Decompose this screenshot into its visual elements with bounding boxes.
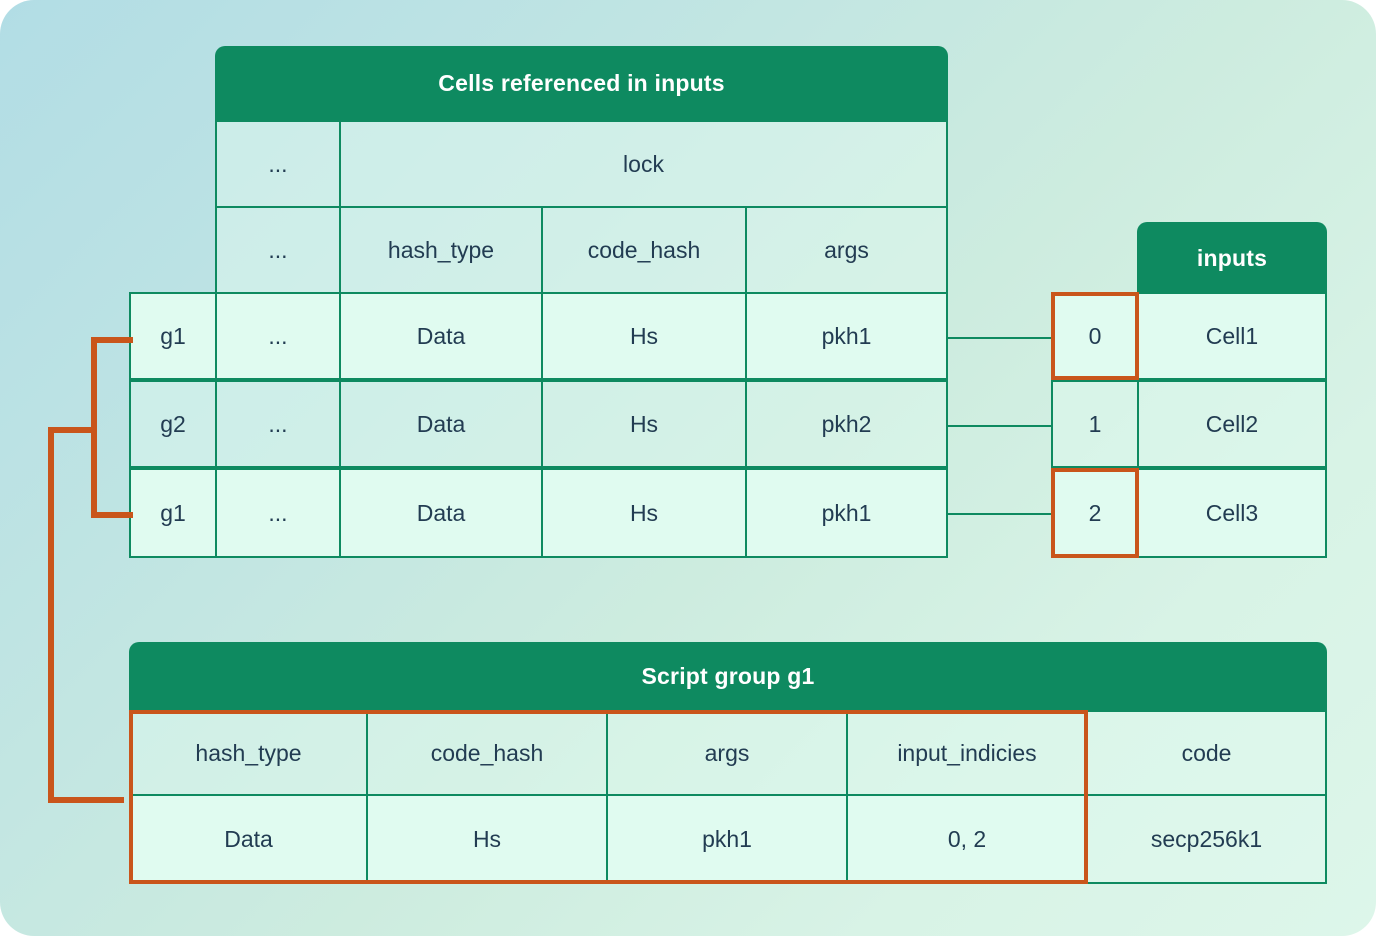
script-group-title: Script group g1	[129, 642, 1327, 710]
script-group-val-args: pkh1	[606, 794, 848, 884]
cells-row-args: pkh1	[745, 292, 948, 380]
cells-row-dots: ...	[215, 468, 341, 558]
inputs-table-title: inputs	[1137, 222, 1327, 294]
script-group-val-code: secp256k1	[1086, 794, 1327, 884]
cells-row-hash-type: Data	[339, 292, 543, 380]
cells-col-header-code-hash: code_hash	[541, 206, 747, 294]
orange-path-seg-to-arrow	[48, 797, 124, 803]
script-group-col-hash-type: hash_type	[129, 710, 368, 796]
cells-row-code-hash: Hs	[541, 468, 747, 558]
connector-row3-to-input2	[948, 513, 1053, 515]
cells-col-header-dots: ...	[215, 206, 341, 294]
cells-row-dots: ...	[215, 292, 341, 380]
orange-path-seg-left-rail	[48, 427, 54, 803]
cells-row-code-hash: Hs	[541, 380, 747, 468]
cells-row-hash-type: Data	[339, 380, 543, 468]
cells-row-group-label: g2	[129, 380, 217, 468]
cells-row-dots: ...	[215, 380, 341, 468]
script-group-col-code: code	[1086, 710, 1327, 796]
cells-row-hash-type: Data	[339, 468, 543, 558]
orange-path-seg-to-left-rail	[48, 427, 97, 433]
connector-row2-to-input1	[948, 425, 1053, 427]
script-group-col-code-hash: code_hash	[366, 710, 608, 796]
cells-row-code-hash: Hs	[541, 292, 747, 380]
script-group-col-args: args	[606, 710, 848, 796]
orange-path-seg-row3-stub	[91, 512, 133, 518]
inputs-index-1: 1	[1051, 380, 1139, 468]
connector-row1-to-input0	[948, 337, 1053, 339]
cells-header-lock: lock	[339, 120, 948, 208]
cells-row-args: pkh1	[745, 468, 948, 558]
cells-col-header-args: args	[745, 206, 948, 294]
cells-table-title: Cells referenced in inputs	[215, 46, 948, 120]
cells-row-group-label: g1	[129, 292, 217, 380]
cells-col-header-hash-type: hash_type	[339, 206, 543, 294]
orange-path-seg-row1-stub	[91, 337, 133, 343]
inputs-cell-1: Cell2	[1137, 380, 1327, 468]
script-group-val-hash-type: Data	[129, 794, 368, 884]
cells-row-args: pkh2	[745, 380, 948, 468]
cells-header-dots-lockrow: ...	[215, 120, 341, 208]
inputs-cell-2: Cell3	[1137, 468, 1327, 558]
inputs-cell-0: Cell1	[1137, 292, 1327, 380]
script-group-val-code-hash: Hs	[366, 794, 608, 884]
script-group-val-input-indicies: 0, 2	[846, 794, 1088, 884]
inputs-index-2: 2	[1051, 468, 1139, 558]
script-group-col-input-indicies: input_indicies	[846, 710, 1088, 796]
inputs-index-0: 0	[1051, 292, 1139, 380]
cells-row-group-label: g1	[129, 468, 217, 558]
